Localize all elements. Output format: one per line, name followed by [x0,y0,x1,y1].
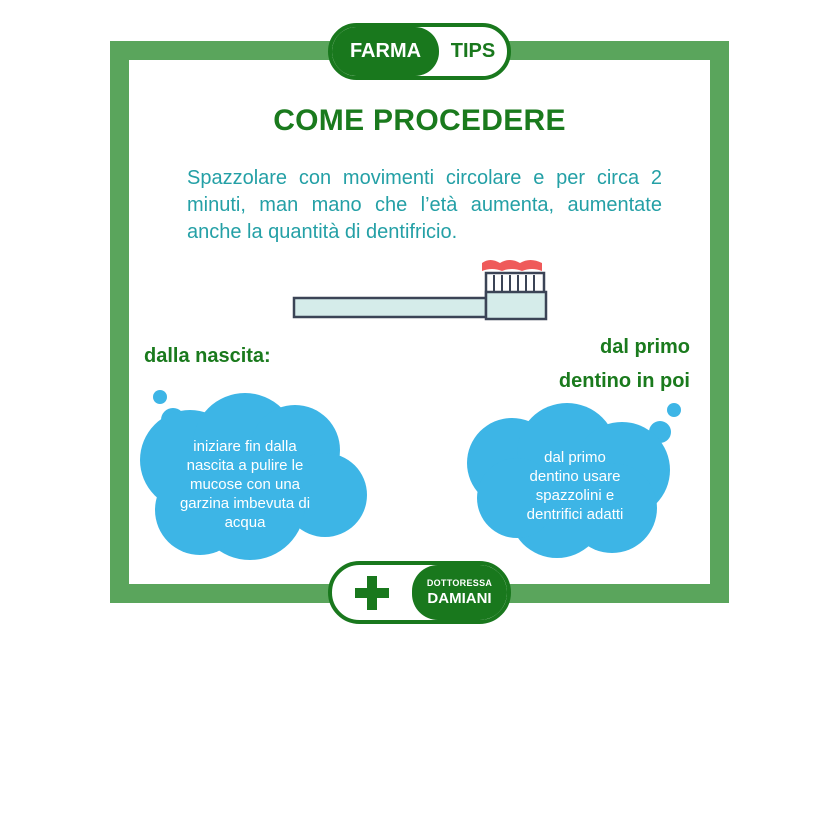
farma-tips-badge: FARMA TIPS [328,23,511,80]
pharmacist-title: DOTTORESSA [426,578,493,588]
toothbrush-icon [292,260,548,321]
badge-farma-text: FARMA [332,27,439,76]
left-cloud-line: mucose con una [189,476,301,493]
right-cloud-line: dentrifici adatti [526,506,624,523]
left-cloud-line: nascita a pulire le [186,457,304,474]
label-dal-primo-dentino: dal primo dentino in poi [559,330,690,398]
label-right-line1: dal primo [599,336,690,358]
left-cloud-line: iniziare fin dalla [193,438,297,455]
right-cloud-line: dentino usare [529,468,621,485]
right-cloud-line: spazzolini e [535,487,615,504]
right-cloud-line: dal primo [544,449,606,466]
pharmacist-name: DOTTORESSA DAMIANI [412,565,507,620]
dottoressa-damiani-badge: DOTTORESSA DAMIANI [328,561,511,624]
intro-paragraph: Spazzolare con movimenti circolare e per… [187,167,662,243]
right-cloud-text: dal primo dentino usare spazzolini e den… [500,448,650,524]
badge-tips-text: TIPS [450,40,496,62]
left-cloud-text: iniziare fin dalla nascita a pulire le m… [150,437,340,532]
cloud-icon [140,390,367,560]
cross-icon [355,575,389,610]
label-right-line2: dentino in poi [558,370,690,392]
pharmacist-surname: DAMIANI [427,590,492,607]
left-cloud-line: garzina imbevuta di [179,495,311,512]
cross-icon-wrap [332,565,412,620]
label-dalla-nascita: dalla nascita: [144,345,271,367]
page-title: COME PROCEDERE [273,104,566,137]
cloud-icon [467,403,681,558]
left-cloud-line: acqua [224,514,266,531]
